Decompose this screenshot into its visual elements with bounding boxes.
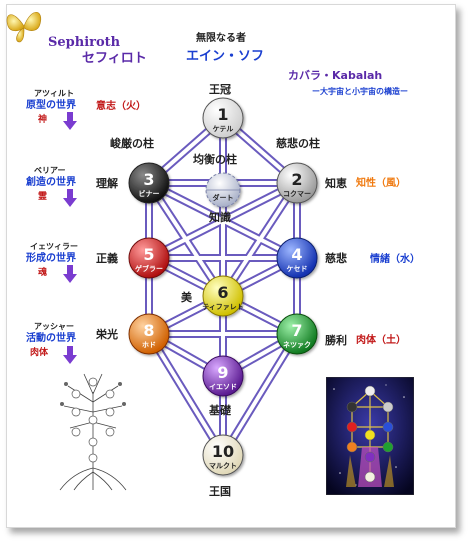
sephira-1-kether (202, 97, 244, 139)
ain-soph-caption: 無限なる者 (196, 33, 246, 44)
tree-sketch-image (59, 373, 127, 491)
virtue-victory: 勝利 (325, 334, 347, 347)
down-arrow-icon (63, 346, 77, 364)
sephira-8-number: 8 (143, 321, 154, 340)
sephira-8-hod (128, 313, 170, 355)
world-4-element: 肉体 (30, 348, 49, 358)
sephira-1-name: ケテル (213, 125, 234, 133)
world-1-name: 原型の世界 (26, 100, 76, 111)
sephira-4-chesed (276, 237, 318, 279)
sephira-daath-name: ダート (213, 193, 234, 202)
virtue-glory: 栄光 (96, 328, 118, 341)
sephira-5-geburah (128, 237, 170, 279)
sephira-4-number: 4 (291, 245, 302, 264)
sephira-10-number: 10 (212, 442, 234, 461)
title-japanese: セフィロト (82, 51, 147, 66)
title-english: Sephiroth (48, 35, 121, 50)
sephira-7-name: ネツァク (283, 340, 311, 349)
sephira-3-name: ビナー (139, 189, 160, 198)
world-3-element: 魂 (38, 268, 48, 278)
sephira-2-name: コクマー (283, 189, 311, 198)
world-4-name: 活動の世界 (26, 333, 76, 344)
sephira-10-name: マルクト (209, 461, 237, 470)
sephira-6-tiphareth (202, 275, 244, 317)
virtue-foundation: 基礎 (209, 404, 231, 417)
sephira-9-yesod (202, 355, 244, 397)
world-3-quality: 情緒（水） (370, 254, 420, 265)
world-2-quality: 知性（風） (356, 178, 406, 189)
sephira-10-malkuth (202, 434, 244, 476)
sephira-4-name: ケセド (287, 265, 308, 273)
sephira-3-number: 3 (143, 170, 154, 189)
pillar-mercy: 慈悲の柱 (276, 137, 320, 150)
sephira-2-chokmah (276, 162, 318, 204)
world-4-reading: アッシャー (34, 322, 74, 331)
sephira-6-number: 6 (217, 283, 228, 302)
virtue-mercy: 慈悲 (325, 252, 347, 265)
down-arrow-icon (63, 265, 77, 283)
sephira-2-number: 2 (291, 170, 302, 189)
virtue-wisdom: 知恵 (325, 177, 347, 190)
virtue-beauty: 美 (181, 291, 192, 304)
down-arrow-icon (63, 112, 77, 130)
virtue-understanding: 理解 (96, 177, 118, 190)
virtue-kingdom: 王国 (209, 485, 231, 498)
ain-soph-title: エイン・ソフ (186, 49, 265, 64)
world-4-quality: 肉体（土） (356, 335, 406, 346)
sephira-8-name: ホド (142, 341, 156, 349)
world-2-element: 霊 (38, 192, 48, 202)
sephira-5-name: ゲブラー (135, 264, 163, 273)
sephira-7-netzach (276, 313, 318, 355)
virtue-knowledge: 知識 (209, 211, 231, 224)
world-2-name: 創造の世界 (26, 177, 76, 188)
world-3-reading: イェツィラー (30, 242, 78, 251)
cosmic-body-image (326, 377, 414, 495)
world-3-name: 形成の世界 (26, 253, 76, 264)
pillar-balance: 均衡の柱 (193, 153, 237, 166)
sephira-9-number: 9 (217, 363, 228, 382)
world-1-quality: 意志（火） (96, 101, 146, 112)
sephira-3-binah (128, 162, 170, 204)
butterfly-logo (6, 11, 42, 43)
virtue-crown: 王冠 (209, 83, 231, 96)
down-arrow-icon (63, 189, 77, 207)
world-2-reading: ベリアー (34, 166, 66, 175)
virtue-justice: 正義 (96, 252, 118, 265)
world-1-element: 神 (38, 115, 48, 125)
sephira-5-number: 5 (143, 245, 154, 264)
kabbalah-subtitle: ー大宇宙と小宇宙の構造ー (312, 87, 408, 96)
world-1-reading: アツィルト (34, 89, 74, 98)
sephira-9-name: イエソド (209, 383, 237, 391)
kabbalah-title: カバラ・Kabalah (288, 69, 383, 82)
sephira-7-number: 7 (291, 321, 302, 340)
sephira-6-name: ティファレト (202, 303, 244, 311)
pillar-severity: 峻厳の柱 (110, 137, 154, 150)
sephira-1-number: 1 (217, 105, 228, 124)
